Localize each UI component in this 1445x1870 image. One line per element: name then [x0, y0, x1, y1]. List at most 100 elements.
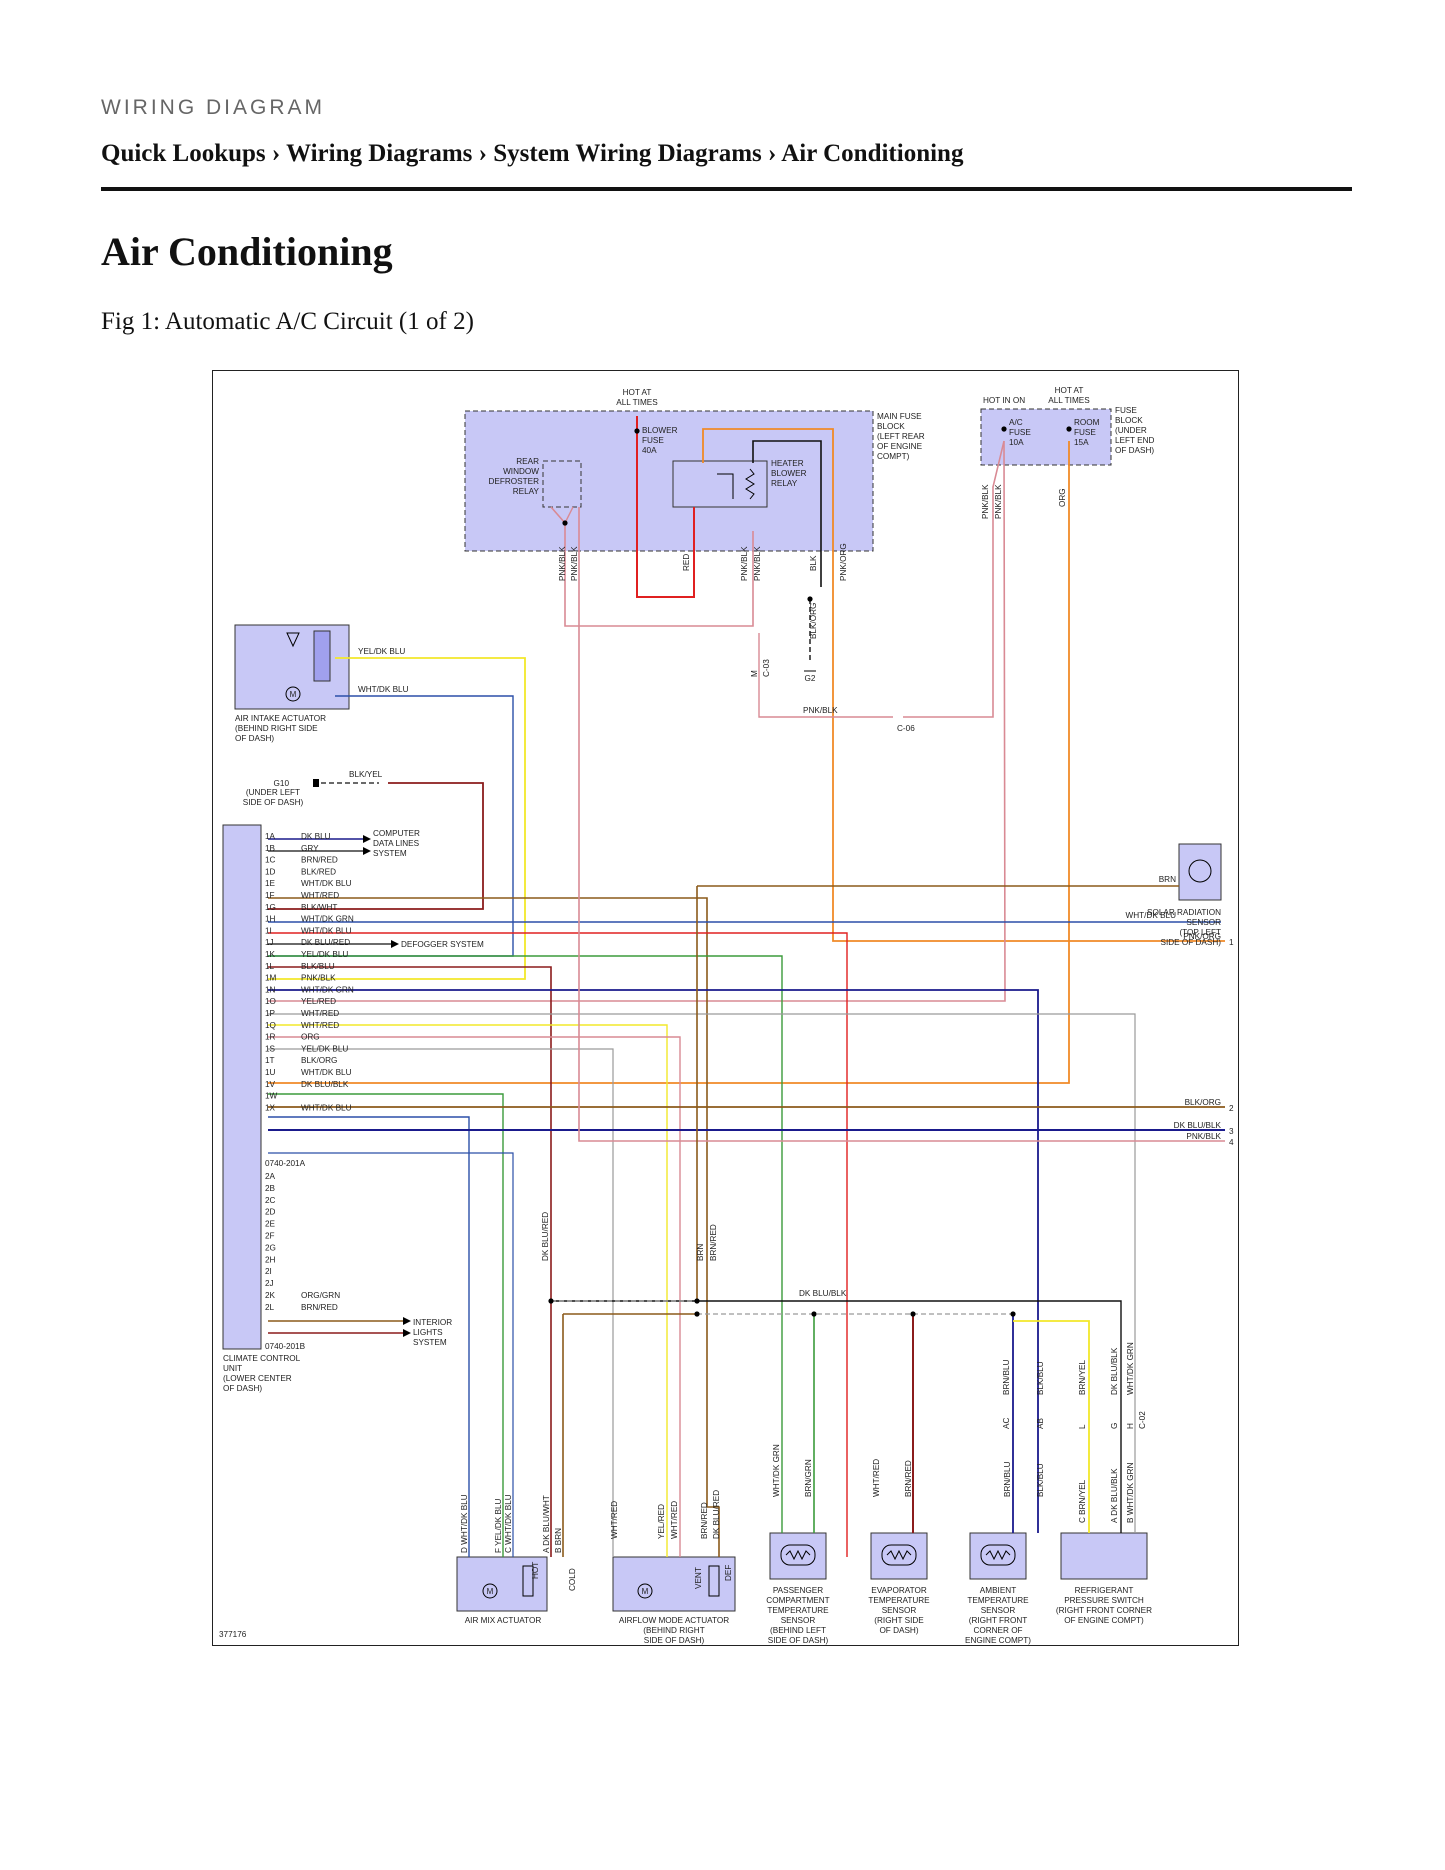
diagram-label: BLK/ORG — [809, 603, 818, 639]
component-boxes — [222, 408, 1222, 1612]
diagram-label: BLK/BLU — [1036, 1361, 1045, 1395]
breadcrumb-wiring-diagrams[interactable]: Wiring Diagrams — [286, 140, 473, 167]
intake-motor-symbol — [285, 686, 301, 702]
diagram-label: 2D — [265, 1208, 276, 1217]
diagram-label: OF DASH) — [1115, 446, 1154, 455]
diagram-label: 2 — [1229, 1104, 1234, 1113]
diagram-label: ORG/GRN — [301, 1291, 340, 1300]
diagram-label: PNK/BLK — [803, 706, 838, 715]
diagram-label: FUSE — [1009, 428, 1031, 437]
diagram-label: 0740-201A — [265, 1159, 306, 1168]
diagram-label: (LEFT REAR — [877, 432, 925, 441]
diagram-label: CORNER OF — [973, 1626, 1022, 1635]
diagram-label: SENSOR — [882, 1606, 917, 1615]
diagram-label: 1Q — [265, 1021, 276, 1030]
diagram-label: DEF — [724, 1565, 733, 1581]
diagram-label: WHT/DK GRN — [301, 985, 354, 994]
diagram-label: AMBIENT — [980, 1586, 1016, 1595]
diagram-label: INTERIOR — [413, 1318, 452, 1327]
diagram-label: WHT/DK BLU — [301, 879, 352, 888]
diagram-label: 1 — [1229, 938, 1234, 947]
diagram-label: REAR — [516, 457, 539, 466]
diagram-label: 2L — [265, 1303, 275, 1312]
diagram-label: GRY — [301, 844, 319, 853]
diagram-label: 1U — [265, 1068, 276, 1077]
ambient-thermistor — [980, 1544, 1016, 1566]
diagram-label: L — [1078, 1424, 1087, 1429]
diagram-label: 2C — [265, 1196, 276, 1205]
wire-blk-relay — [752, 440, 822, 587]
diagram-label: 1R — [265, 1033, 276, 1042]
diagram-label: 2H — [265, 1255, 276, 1264]
diagram-label: (TOP LEFT — [1179, 928, 1221, 937]
splice-dot — [811, 1311, 817, 1317]
diagram-label: BLOCK — [877, 422, 905, 431]
diagram-label: WHT/DK BLU — [358, 685, 409, 694]
diagram-label: HOT AT — [623, 388, 652, 397]
diagram-label: G10 — [274, 779, 290, 788]
ground-g10-symbol — [313, 779, 319, 787]
diagram-label: PNK/BLK — [558, 546, 567, 581]
diagram-label: WHT/RED — [872, 1459, 881, 1497]
airflow-motor-symbol — [637, 1583, 653, 1599]
diagram-label: YEL/DK BLU — [358, 647, 405, 656]
breadcrumb-air-conditioning[interactable]: Air Conditioning — [781, 140, 964, 167]
diagram-label: C-06 — [897, 724, 915, 733]
diagram-label: PNK/BLK — [981, 484, 990, 519]
diagram-label: 2I — [265, 1267, 272, 1276]
header-divider — [101, 187, 1352, 191]
wire-brn-yel — [1013, 1320, 1090, 1533]
diagram-label: FUSE — [1115, 406, 1137, 415]
breadcrumb-separator: › — [478, 140, 487, 167]
wire-red-blower — [636, 416, 695, 598]
wire-wht-red-1f — [268, 932, 848, 1557]
figure-caption: Fig 1: Automatic A/C Circuit (1 of 2) — [101, 308, 474, 335]
diagram-label: WHT/DK GRN — [1126, 1342, 1135, 1395]
diagram-label: BLK/YEL — [349, 770, 383, 779]
diagram-label: 1E — [265, 879, 276, 888]
wire-pnk-blk-1m — [268, 440, 1006, 1002]
diagram-label: ORG — [301, 1033, 320, 1042]
diagram-label: A DK BLU/BLK — [1110, 1468, 1119, 1523]
motor-mark: M — [487, 1587, 494, 1596]
air-mix-motor-symbol — [482, 1583, 498, 1599]
diagram-label: 2E — [265, 1220, 276, 1229]
diagram-label: BLK/RED — [301, 867, 336, 876]
diagram-label: 2A — [265, 1172, 276, 1181]
diagram-label: (UNDER — [1115, 426, 1147, 435]
motor-mark: M — [642, 1587, 649, 1596]
wire-org-1r — [268, 441, 1070, 1084]
diagram-label: PNK/BLK — [753, 546, 762, 581]
wire-pnk-blk-c03 — [758, 633, 893, 718]
splice-dot — [548, 1298, 554, 1304]
diagram-label: WHT/RED — [610, 1501, 619, 1539]
diagram-label: RED — [682, 554, 691, 571]
diagram-label: (UNDER LEFT — [246, 788, 300, 797]
diagram-label: B BRN — [554, 1528, 563, 1553]
wire-wht-red-1p — [268, 1036, 681, 1557]
diagram-label: 1C — [265, 856, 276, 865]
motor-mark: M — [290, 690, 297, 699]
diagram-label: RELAY — [513, 487, 540, 496]
evaporator-thermistor — [881, 1544, 917, 1566]
diagram-label: DK BLU — [301, 832, 331, 841]
breadcrumb-system-wiring[interactable]: System Wiring Diagrams — [493, 140, 762, 167]
computer-data-arrow — [363, 847, 371, 855]
splice-dot — [910, 1311, 916, 1317]
diagram-label: 1W — [265, 1092, 278, 1101]
diagram-label: PASSENGER — [773, 1586, 823, 1595]
diagram-label: 4 — [1229, 1138, 1234, 1147]
wire-yel-dk-blu-1s — [268, 1093, 504, 1557]
diagram-label: YEL/DK BLU — [301, 950, 348, 959]
diagram-label: WHT/DK GRN — [772, 1444, 781, 1497]
rear-defroster-relay-box — [542, 460, 582, 508]
diagram-label: (LOWER CENTER — [223, 1374, 292, 1383]
diagram-label: TEMPERATURE — [967, 1596, 1029, 1605]
diagram-label: BLK/ORG — [1185, 1098, 1221, 1107]
breadcrumb-quick-lookups[interactable]: Quick Lookups — [101, 140, 266, 167]
diagram-label: FUSE — [642, 436, 664, 445]
diagram-label: B WHT/DK GRN — [1126, 1462, 1135, 1523]
breadcrumb: Quick Lookups › Wiring Diagrams › System… — [101, 140, 963, 168]
diagram-label: WHT/DK GRN — [301, 915, 354, 924]
diagram-label: YEL/RED — [657, 1504, 666, 1539]
